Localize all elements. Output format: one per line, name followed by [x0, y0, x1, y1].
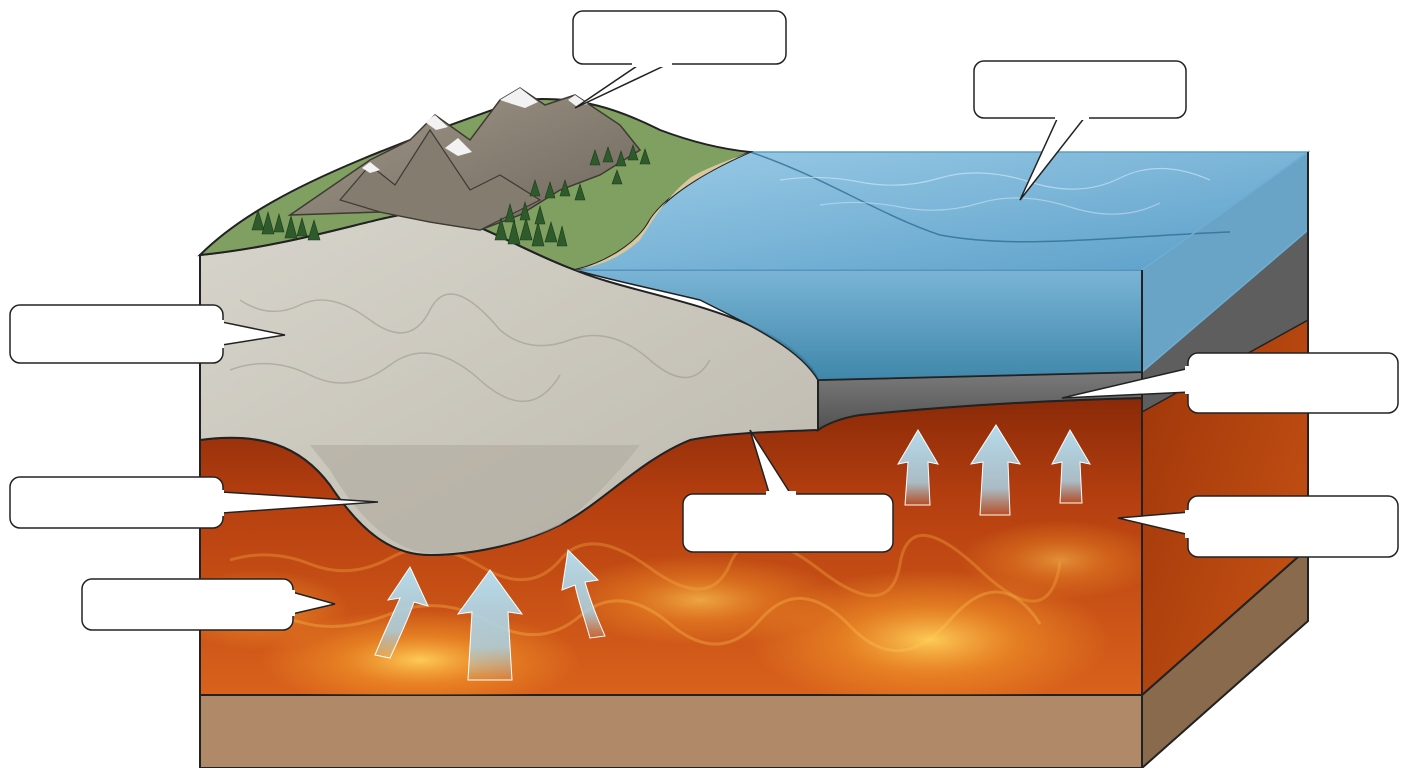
forest: [251, 144, 651, 247]
callout-continental-crust: [9, 304, 286, 364]
callout-mantle-boundary: [682, 429, 894, 553]
snow-cap: [445, 138, 472, 156]
callout-crustal-root: [9, 476, 379, 529]
upwelling-arrows: [374, 424, 1091, 681]
arrow-up-icon: [969, 424, 1022, 516]
arrow-up-icon: [561, 548, 606, 639]
arrow-up-icon: [897, 429, 939, 506]
snow-cap: [500, 88, 538, 108]
continental-crust: [199, 210, 819, 557]
callout-mountain-peak: [572, 10, 787, 109]
callout-mantle-right: [1117, 495, 1399, 558]
arrow-up-icon: [374, 565, 429, 659]
callout-oceanic-crust: [1061, 352, 1399, 414]
snow-cap: [425, 115, 448, 130]
arrow-up-icon: [456, 569, 524, 681]
callout-mantle-left: [81, 578, 336, 631]
callout-ocean-water: [973, 60, 1187, 201]
arrow-up-icon: [1051, 428, 1091, 504]
snow-cap: [362, 162, 380, 173]
ocean-water: [574, 150, 1311, 381]
